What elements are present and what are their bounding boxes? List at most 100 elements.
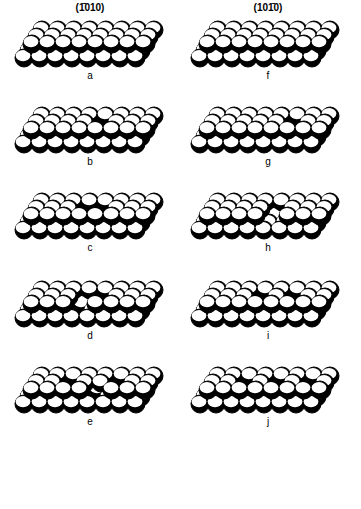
atom-shadow: [23, 207, 41, 225]
atom-highlight: [312, 296, 327, 307]
atom-shadow: [103, 207, 121, 225]
surface-panel: [15, 367, 163, 413]
atom-highlight: [56, 208, 71, 219]
atom-shadow: [39, 295, 57, 313]
atom-highlight: [56, 36, 71, 47]
atom-highlight: [280, 208, 295, 219]
atom-highlight: [232, 296, 247, 307]
atom-highlight: [200, 296, 215, 307]
atom-highlight: [296, 122, 311, 133]
atom-highlight: [296, 36, 311, 47]
atom-highlight: [200, 36, 215, 47]
atom-highlight: [56, 122, 71, 133]
atom-highlight: [136, 296, 151, 307]
atom-shadow: [279, 121, 297, 139]
atom-highlight: [200, 382, 215, 393]
atom-highlight: [216, 296, 231, 307]
atom-highlight: [120, 122, 135, 133]
atom-shadow: [103, 295, 121, 313]
atom-highlight: [88, 122, 103, 133]
atom-shadow: [199, 35, 217, 53]
atom-shadow: [295, 295, 313, 313]
atom-highlight: [280, 296, 295, 307]
panel-letter: g: [265, 156, 271, 168]
atom-highlight: [248, 208, 263, 219]
surface-panel: [191, 193, 339, 239]
atom-highlight: [136, 382, 151, 393]
atom-shadow: [23, 295, 41, 313]
atom-shadow: [119, 35, 137, 53]
atom-shadow: [295, 121, 313, 139]
atom-highlight: [216, 36, 231, 47]
atom-highlight: [72, 208, 87, 219]
atom-shadow: [295, 35, 313, 53]
atom-shadow: [87, 35, 105, 53]
atom-shadow: [87, 207, 105, 225]
atom-shadow: [263, 35, 281, 53]
atom-highlight: [296, 296, 311, 307]
atom-highlight: [216, 122, 231, 133]
atom-highlight: [232, 382, 247, 393]
atom-shadow: [71, 35, 89, 53]
panel-letter: j: [267, 416, 269, 428]
atom-highlight: [312, 382, 327, 393]
atom-shadow: [103, 381, 121, 399]
atom-shadow: [247, 35, 265, 53]
atom-shadow: [215, 295, 233, 313]
surface-panel: [15, 281, 163, 327]
atom-shadow: [279, 35, 297, 53]
plane-index: (1̄010): [76, 2, 105, 14]
atom-highlight: [82, 194, 97, 205]
atom-highlight: [136, 36, 151, 47]
atom-highlight: [312, 208, 327, 219]
atom-shadow: [247, 381, 265, 399]
atom-highlight: [24, 296, 39, 307]
atom-highlight: [72, 122, 87, 133]
atom-shadow: [71, 381, 89, 399]
atom-highlight: [104, 122, 119, 133]
atom-highlight: [72, 36, 87, 47]
atom-shadow: [295, 381, 313, 399]
atom-shadow: [215, 35, 233, 53]
atom-shadow: [199, 381, 217, 399]
atom-highlight: [104, 382, 119, 393]
plane-index: (101̄0): [254, 2, 283, 14]
atom-highlight: [88, 296, 103, 307]
atom-shadow: [71, 121, 89, 139]
atom-shadow: [23, 121, 41, 139]
atom-shadow: [247, 295, 265, 313]
atom-shadow: [279, 381, 297, 399]
panel-letter: h: [265, 242, 271, 254]
atom-shadow: [103, 35, 121, 53]
atom-highlight: [24, 382, 39, 393]
atom-shadow: [295, 207, 313, 225]
atom-highlight: [72, 382, 87, 393]
atom-highlight: [104, 296, 119, 307]
atom-shadow: [87, 121, 105, 139]
atom-highlight: [264, 296, 279, 307]
panel-letter: d: [87, 330, 93, 342]
atom-shadow: [311, 381, 329, 399]
surface-panel: [15, 193, 163, 239]
atom-highlight: [40, 36, 55, 47]
atom-shadow: [71, 207, 89, 225]
atom-shadow: [247, 207, 265, 225]
atom-shadow: [279, 207, 297, 225]
panel-letter: f: [267, 70, 270, 82]
atom-shadow: [119, 121, 137, 139]
atom-highlight: [280, 382, 295, 393]
atom-highlight: [56, 296, 71, 307]
atom-highlight: [296, 382, 311, 393]
panel-letter: b: [87, 156, 93, 168]
atom-highlight: [24, 122, 39, 133]
atom-shadow: [119, 381, 137, 399]
atom-shadow: [119, 207, 137, 225]
atom-shadow: [231, 35, 249, 53]
atom-shadow: [231, 207, 249, 225]
atom-highlight: [264, 36, 279, 47]
atom-highlight: [216, 208, 231, 219]
atom-highlight: [248, 382, 263, 393]
atom-highlight: [264, 122, 279, 133]
atom-shadow: [55, 381, 73, 399]
